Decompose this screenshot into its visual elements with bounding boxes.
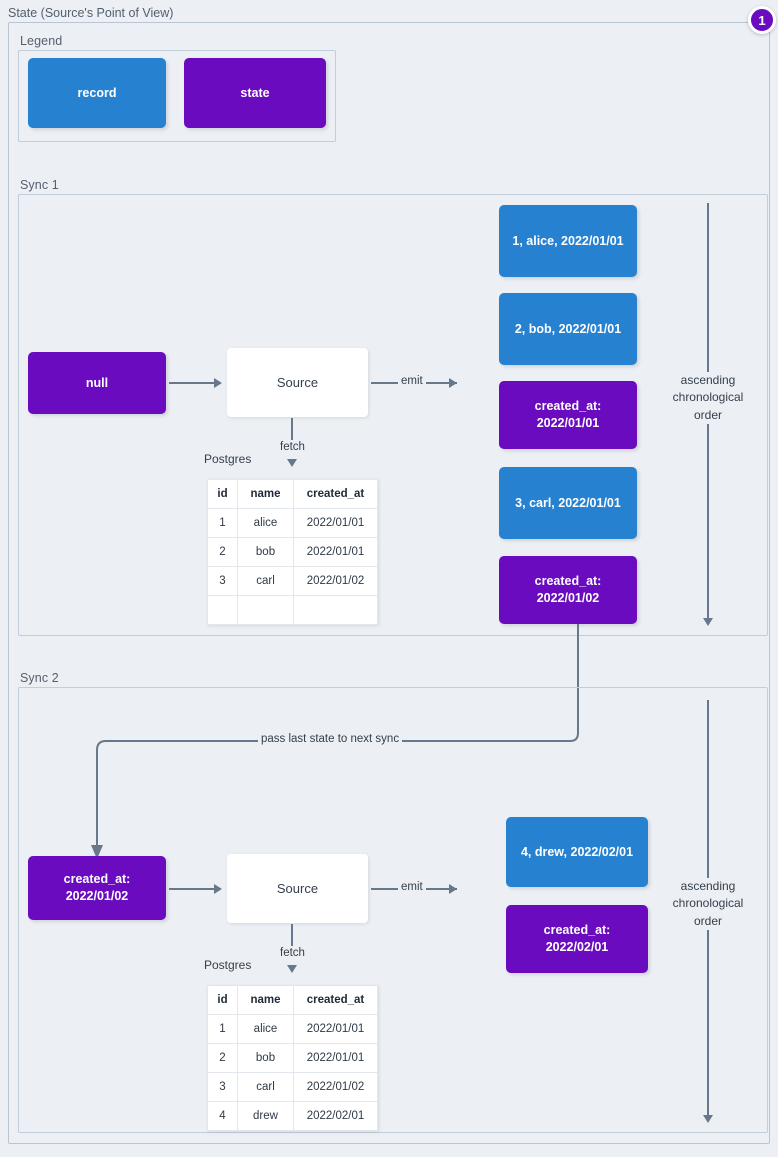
cell-created-at: 2022/01/02 bbox=[293, 566, 378, 596]
cell-name: bob bbox=[237, 537, 294, 567]
sync1-db-label: Postgres bbox=[204, 452, 252, 466]
legend-swatch-record: record bbox=[28, 58, 166, 128]
cell-created-at: 2022/01/01 bbox=[293, 1043, 378, 1073]
cell-created-at bbox=[293, 595, 378, 625]
sync2-fetch-arrowhead bbox=[287, 965, 297, 973]
table-col-name: name bbox=[237, 479, 294, 509]
cell-created-at: 2022/02/01 bbox=[293, 1101, 378, 1131]
cell-created-at: 2022/01/01 bbox=[293, 537, 378, 567]
sync1-source: Source bbox=[227, 348, 368, 417]
sync2-emit-arrowhead bbox=[449, 884, 457, 894]
cell-id: 3 bbox=[207, 1072, 238, 1102]
cell-name bbox=[237, 595, 294, 625]
cell-id: 2 bbox=[207, 537, 238, 567]
table-row: 3 carl 2022/01/02 bbox=[207, 566, 378, 596]
table-row: 1 alice 2022/01/01 bbox=[207, 508, 378, 538]
sync2-order-arrowhead bbox=[703, 1115, 713, 1123]
cell-created-at: 2022/01/02 bbox=[293, 1072, 378, 1102]
table-row: 4 drew 2022/02/01 bbox=[207, 1101, 378, 1131]
outer-frame bbox=[8, 22, 770, 1144]
pass-state-label: pass last state to next sync bbox=[258, 733, 403, 745]
sync1-state-to-source-line bbox=[169, 382, 215, 384]
sync1-fetch-arrowhead bbox=[287, 459, 297, 467]
sync2-state-to-source-line bbox=[169, 888, 215, 890]
table-col-name: name bbox=[237, 985, 294, 1015]
sync2-source: Source bbox=[227, 854, 368, 923]
legend-label: Legend bbox=[20, 34, 63, 48]
cell-id: 1 bbox=[207, 508, 238, 538]
sync1-box bbox=[18, 194, 768, 636]
table-col-created-at: created_at bbox=[293, 479, 378, 509]
sync2-fetch-line bbox=[291, 924, 293, 946]
cell-created-at: 2022/01/01 bbox=[293, 1014, 378, 1044]
table-header-row: id name created_at bbox=[207, 479, 378, 509]
cell-id: 1 bbox=[207, 1014, 238, 1044]
table-col-id: id bbox=[207, 985, 238, 1015]
sync1-emitted-record-1: 1, alice, 2022/01/01 bbox=[499, 205, 637, 277]
sync2-order-label: ascending chronological order bbox=[657, 878, 759, 931]
table-col-created-at: created_at bbox=[293, 985, 378, 1015]
sync2-postgres-table: id name created_at 1 alice 2022/01/01 2 … bbox=[207, 985, 378, 1131]
sync1-emitted-state-1: created_at: 2022/01/01 bbox=[499, 381, 637, 449]
cell-id: 4 bbox=[207, 1101, 238, 1131]
cell-id: 3 bbox=[207, 566, 238, 596]
table-row bbox=[207, 595, 378, 625]
sync1-emit-label: emit bbox=[398, 375, 426, 387]
cell-name: alice bbox=[237, 1014, 294, 1044]
legend-swatch-state: state bbox=[184, 58, 326, 128]
sync2-emit-label: emit bbox=[398, 881, 426, 893]
step-badge: 1 bbox=[748, 6, 776, 34]
cell-id: 2 bbox=[207, 1043, 238, 1073]
table-row: 3 carl 2022/01/02 bbox=[207, 1072, 378, 1102]
sync2-box bbox=[18, 687, 768, 1133]
cell-name: alice bbox=[237, 508, 294, 538]
sync2-emitted-state-1: created_at: 2022/02/01 bbox=[506, 905, 648, 973]
sync1-order-label: ascending chronological order bbox=[657, 372, 759, 425]
cell-name: bob bbox=[237, 1043, 294, 1073]
sync1-fetch-label: fetch bbox=[277, 441, 308, 453]
sync1-label: Sync 1 bbox=[20, 178, 59, 192]
sync1-emitted-record-2: 2, bob, 2022/01/01 bbox=[499, 293, 637, 365]
sync2-fetch-label: fetch bbox=[277, 947, 308, 959]
sync1-emit-arrowhead bbox=[449, 378, 457, 388]
sync1-fetch-line bbox=[291, 418, 293, 440]
sync1-emitted-record-3: 3, carl, 2022/01/01 bbox=[499, 467, 637, 539]
sync1-state-to-source-arrowhead bbox=[214, 378, 222, 388]
sync1-order-arrowhead bbox=[703, 618, 713, 626]
table-col-id: id bbox=[207, 479, 238, 509]
sync1-input-state: null bbox=[28, 352, 166, 414]
sync2-input-state: created_at: 2022/01/02 bbox=[28, 856, 166, 920]
sync2-state-to-source-arrowhead bbox=[214, 884, 222, 894]
page-title: State (Source's Point of View) bbox=[8, 6, 174, 20]
table-header-row: id name created_at bbox=[207, 985, 378, 1015]
sync2-db-label: Postgres bbox=[204, 958, 252, 972]
legend-box bbox=[18, 50, 336, 142]
sync1-postgres-table: id name created_at 1 alice 2022/01/01 2 … bbox=[207, 479, 378, 625]
table-row: 1 alice 2022/01/01 bbox=[207, 1014, 378, 1044]
sync2-emitted-record-1: 4, drew, 2022/02/01 bbox=[506, 817, 648, 887]
cell-name: carl bbox=[237, 1072, 294, 1102]
cell-name: carl bbox=[237, 566, 294, 596]
cell-created-at: 2022/01/01 bbox=[293, 508, 378, 538]
table-row: 2 bob 2022/01/01 bbox=[207, 1043, 378, 1073]
sync2-label: Sync 2 bbox=[20, 671, 59, 685]
cell-name: drew bbox=[237, 1101, 294, 1131]
table-row: 2 bob 2022/01/01 bbox=[207, 537, 378, 567]
sync1-emitted-state-2: created_at: 2022/01/02 bbox=[499, 556, 637, 624]
